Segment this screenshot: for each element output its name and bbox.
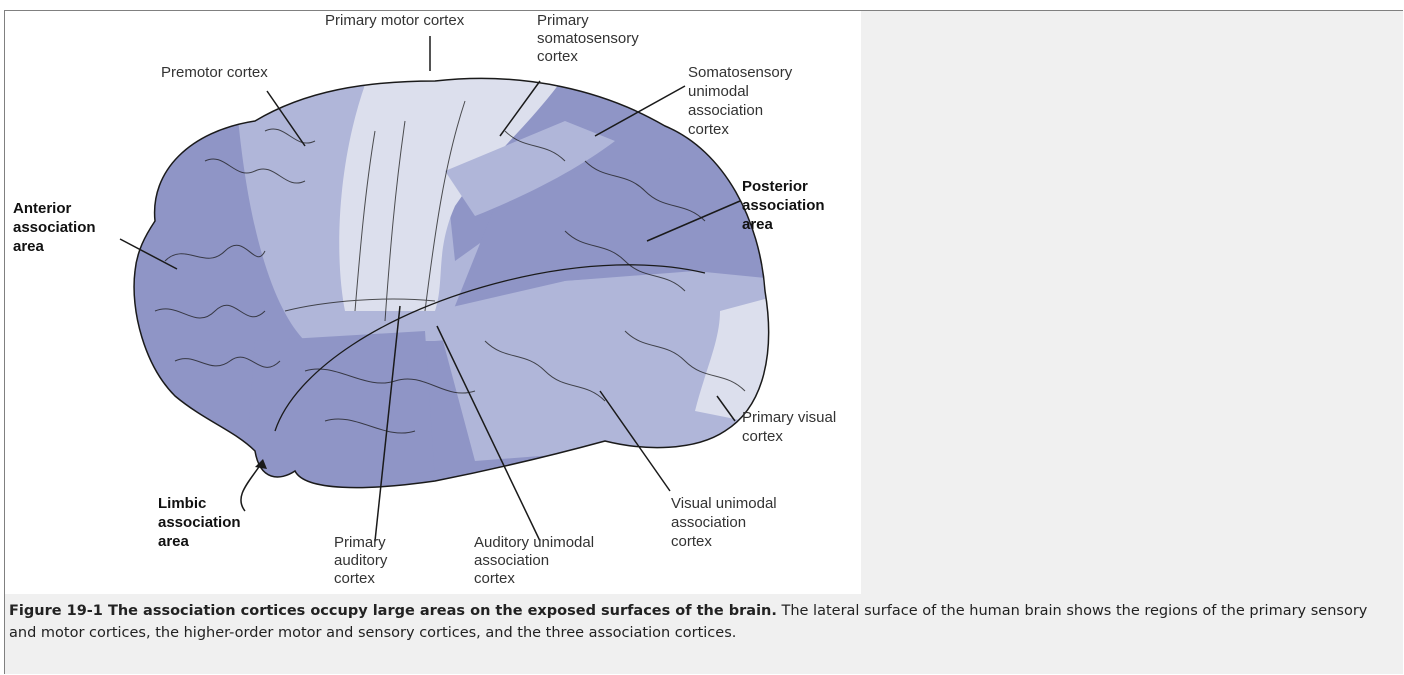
label-premotor-cortex: Premotor cortex: [161, 64, 268, 81]
label-primary-somatosensory-cortex: Primary somatosensory cortex: [537, 12, 643, 65]
label-somatosensory-unimodal-association-cortex: Somatosensory unimodal association corte…: [688, 64, 796, 138]
label-anterior-association-area: Anterior association area: [13, 200, 100, 255]
label-primary-auditory-cortex: Primary auditory cortex: [334, 534, 392, 587]
caption-title: Figure 19-1 The association cortices occ…: [9, 603, 777, 619]
brain-diagram: Primary motor cortex Primary somatosenso…: [5, 11, 861, 594]
label-limbic-association-area: Limbic association area: [158, 495, 245, 550]
label-posterior-association-area: Posterior association area: [742, 178, 829, 233]
label-primary-visual-cortex: Primary visual cortex: [742, 409, 840, 445]
figure-cell: Primary motor cortex Primary somatosenso…: [5, 11, 861, 594]
label-auditory-unimodal-association-cortex: Auditory unimodal association cortex: [474, 534, 598, 587]
label-primary-motor-cortex: Primary motor cortex: [325, 12, 465, 29]
empty-side-cell: [861, 11, 1403, 594]
label-visual-unimodal-association-cortex: Visual unimodal association cortex: [671, 495, 781, 550]
figure-caption: Figure 19-1 The association cortices occ…: [9, 600, 1394, 644]
